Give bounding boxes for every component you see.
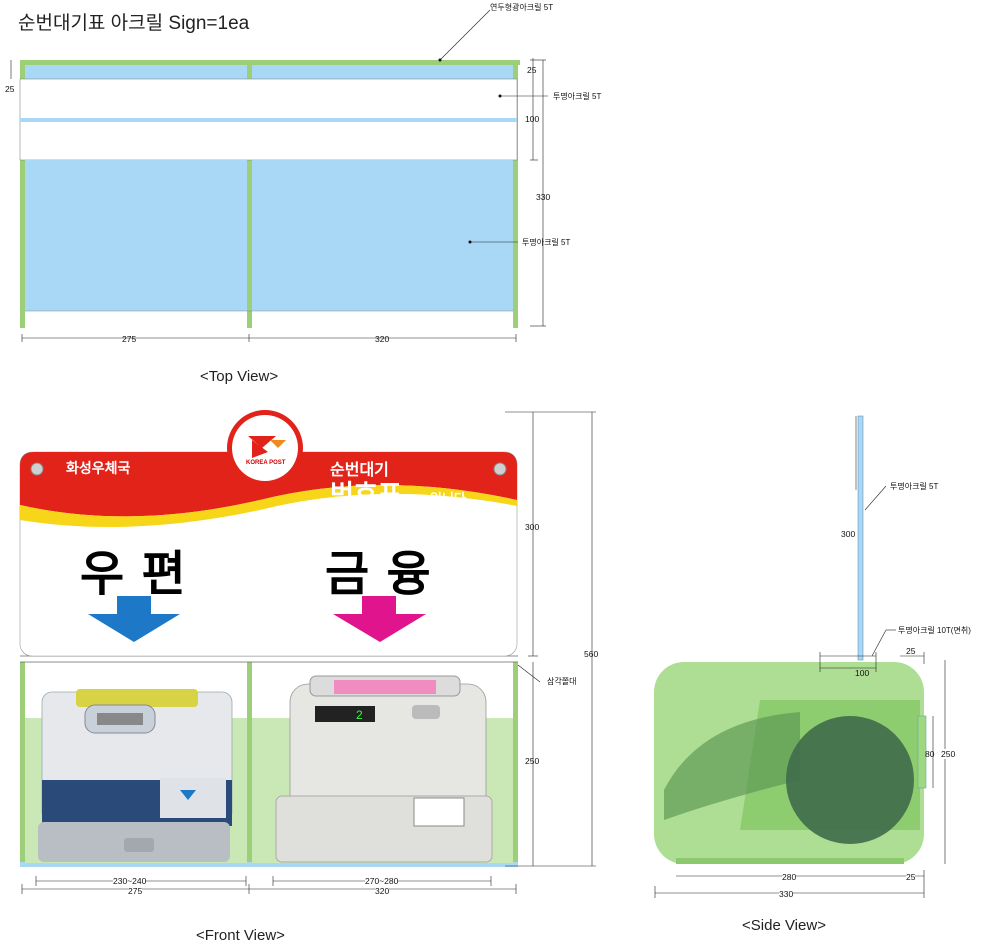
headline-big: 번호표 <box>330 479 402 509</box>
dim-230-240: 230~240 <box>113 876 147 886</box>
dim-side-25-bottom: 25 <box>906 872 916 882</box>
blue-down-arrow <box>88 614 180 642</box>
dim-side-330: 330 <box>779 889 794 899</box>
svg-text:2: 2 <box>356 708 363 722</box>
top-blue-strip <box>20 118 517 122</box>
callout-triangle-bar: 삼각쫄대 <box>547 677 577 686</box>
dim-side-300: 300 <box>841 529 856 539</box>
callout-side-10t: 투명아크릴 10T(면취) <box>898 626 971 635</box>
headline-suffix: 입니다 <box>430 491 466 506</box>
dim-front-275: 275 <box>128 886 143 896</box>
left-ticket-machine <box>38 689 233 862</box>
dim-side-80: 80 <box>925 749 935 759</box>
top-clear-back-right <box>252 65 513 79</box>
dim-side-100: 100 <box>855 668 870 678</box>
page-title: 순번대기표 아크릴 Sign=1ea <box>18 13 250 34</box>
front-left-post <box>20 662 25 867</box>
headline-small: 순번대기 <box>330 462 389 479</box>
callout-clear-mid: 투명아크릴 5T <box>522 238 571 247</box>
dim-270-280: 270~280 <box>365 876 399 886</box>
front-view: 2 <box>19 410 596 894</box>
top-clear-right <box>252 160 513 311</box>
dim-275: 275 <box>122 334 137 344</box>
side-view-caption: <Side View> <box>742 917 826 934</box>
pink-down-arrow <box>333 614 426 642</box>
callout-side-5t: 투명아크릴 5T <box>890 482 939 491</box>
dim-330: 330 <box>536 192 551 202</box>
top-green-rail <box>20 60 520 65</box>
top-clear-left <box>25 160 247 311</box>
top-left-post <box>20 60 25 328</box>
right-ticket-machine: 2 <box>275 675 493 863</box>
side-view <box>654 415 946 898</box>
callout-clear-top: 투명아크릴 5T <box>553 92 602 101</box>
logo-text: KOREA POST <box>246 460 286 466</box>
dim-top-25: 25 <box>527 65 537 75</box>
top-view-caption: <Top View> <box>200 368 279 385</box>
office-name: 화성우체국 <box>66 460 131 476</box>
dim-left-25: 25 <box>5 84 15 94</box>
front-base-bar <box>20 862 518 867</box>
section-finance: 금 융 <box>325 548 433 601</box>
dim-100: 100 <box>525 114 540 124</box>
front-right-post <box>513 662 518 867</box>
dim-front-300: 300 <box>525 522 540 532</box>
dim-side-280: 280 <box>782 872 797 882</box>
dim-320: 320 <box>375 334 390 344</box>
front-mid-post <box>247 662 252 867</box>
dim-front-250: 250 <box>525 756 540 766</box>
top-mid-post <box>247 60 252 328</box>
callout-frame-acrylic: 연두형광아크릴 5T <box>490 3 554 12</box>
side-acrylic-5t <box>857 415 864 661</box>
dim-front-320: 320 <box>375 886 390 896</box>
section-postal: 우 편 <box>80 548 188 601</box>
dim-front-560: 560 <box>584 649 599 659</box>
side-dial <box>786 716 914 844</box>
top-right-post <box>513 60 518 328</box>
dim-side-25-top: 25 <box>906 646 916 656</box>
dim-side-250: 250 <box>941 749 956 759</box>
sign-yellow-swoosh <box>20 485 517 528</box>
top-clear-back-left <box>25 65 247 79</box>
front-view-caption: <Front View> <box>196 927 285 944</box>
top-view <box>10 9 548 342</box>
